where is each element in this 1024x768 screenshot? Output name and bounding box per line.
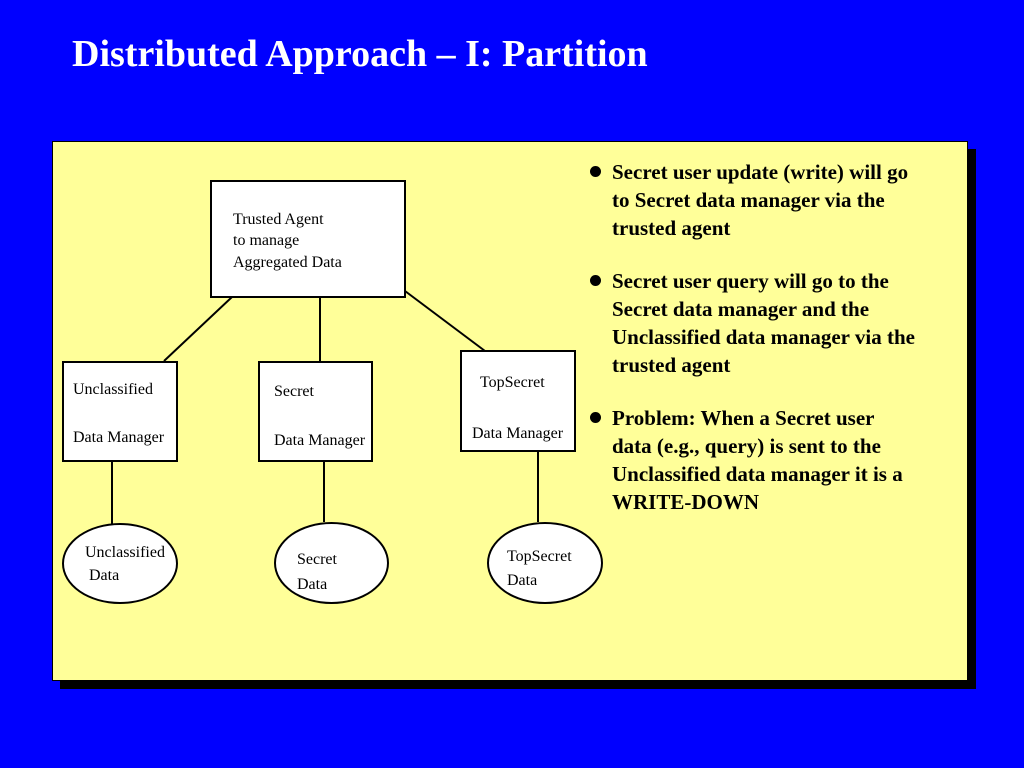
topsecret-manager-box: TopSecret Data Manager [460,350,576,452]
unclassified-manager-box: Unclassified Data Manager [62,361,178,462]
bullet-dot-icon [590,275,601,286]
secret-data-label-line1: Secret [297,551,337,568]
bullet-text: Secret user update (write) will go to Se… [612,160,909,240]
secret-manager-label-line2: Data Manager [274,432,366,449]
bullet-text: Secret user query will go to the Secret … [612,269,915,377]
bullet-list: Secret user update (write) will go to Se… [588,158,918,541]
unclassified-manager-label-line2: Data Manager [73,429,165,446]
slide-title: Distributed Approach – I: Partition [72,33,648,75]
topsecret-data-label-line1: TopSecret [507,548,572,565]
trusted-agent-box: Trusted Agent to manage Aggregated Data [210,180,406,298]
unclassified-data-oval: Unclassified Data [62,523,178,604]
topsecret-manager-label-line2: Data Manager [472,425,564,442]
trusted-agent-label-line3: Aggregated Data [233,254,342,271]
topsecret-data-oval: TopSecret Data [487,522,603,604]
connector-agent-topsecret [404,290,486,352]
topsecret-data-label-line2: Data [507,572,538,589]
unclassified-data-label-line2: Data [89,567,120,584]
trusted-agent-label-line1: Trusted Agent [233,211,324,228]
unclassified-manager-label-line1: Unclassified [73,381,153,398]
bullet-item: Problem: When a Secret user data (e.g., … [588,404,918,516]
connector-agent-unclassified [163,296,233,362]
bullet-dot-icon [590,412,601,423]
unclassified-data-label-line1: Unclassified [85,544,165,561]
bullet-dot-icon [590,166,601,177]
trusted-agent-label-line2: to manage [233,232,300,249]
bullet-item: Secret user query will go to the Secret … [588,267,918,379]
topsecret-manager-label-line1: TopSecret [480,374,545,391]
bullet-item: Secret user update (write) will go to Se… [588,158,918,242]
secret-manager-box: Secret Data Manager [258,361,373,462]
secret-data-label-line2: Data [297,576,328,593]
secret-manager-label-line1: Secret [274,383,314,400]
secret-data-oval: Secret Data [274,522,389,604]
bullet-text: Problem: When a Secret user data (e.g., … [612,406,903,514]
